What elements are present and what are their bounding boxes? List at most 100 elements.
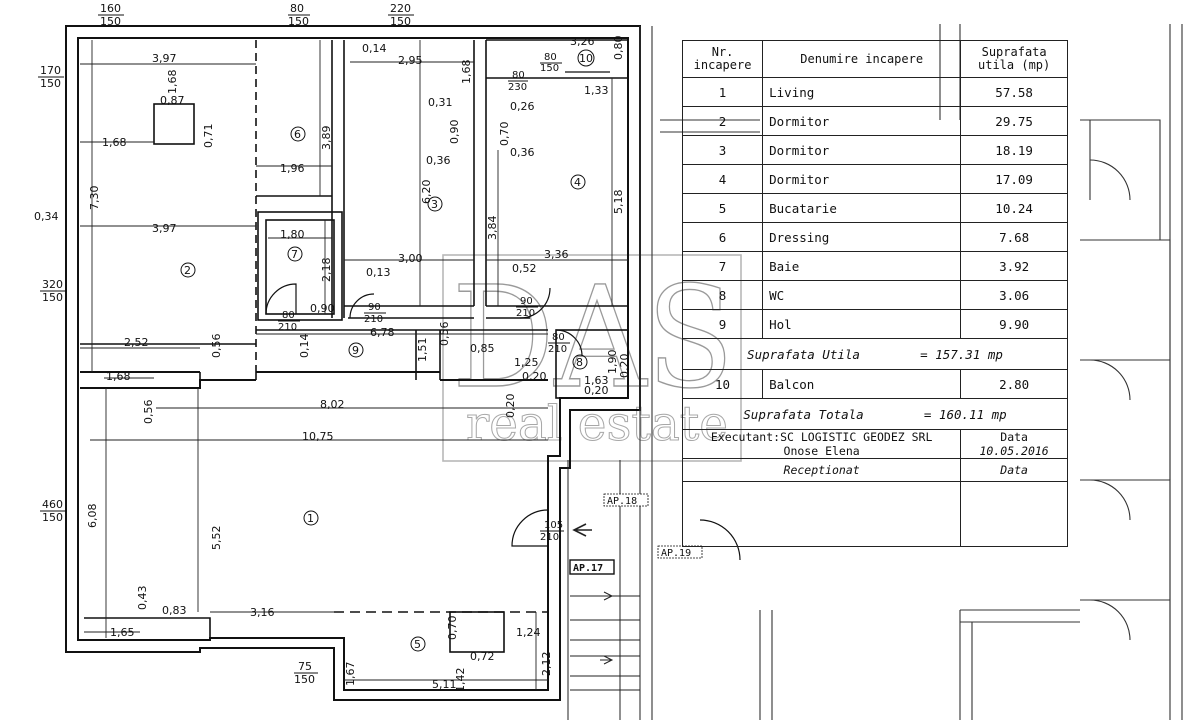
row-nr: 6	[681, 222, 764, 252]
left-dim-2-n: 320	[42, 278, 63, 291]
ap18-tag: AP.18	[607, 496, 637, 507]
row-area: 7.68	[960, 222, 1068, 252]
row-name: Baie	[762, 251, 962, 281]
dim-552: 5,52	[210, 526, 223, 551]
executant-label: Executant:SC LOGISTIC GEODEZ SRL	[710, 430, 933, 444]
dim-196: 1,96	[280, 162, 305, 175]
dim-336: 3,36	[544, 248, 569, 261]
dim-142: 1,42	[454, 668, 467, 693]
room-number-5: 5	[414, 638, 421, 651]
row-nr: 8	[681, 280, 764, 310]
room-numbers: 1 2 3 4 5 6 7 8 9 10	[184, 52, 593, 651]
dim-384: 3,84	[486, 216, 499, 241]
door-dim-6-d: 210	[548, 344, 567, 355]
dimension-lines	[80, 40, 628, 690]
row-name: Hol	[762, 309, 962, 339]
interior-walls	[80, 39, 629, 653]
dim-218: 2,18	[320, 258, 333, 283]
door-dim-1-n: 80	[512, 70, 525, 81]
executant-date-label: Data	[1000, 430, 1028, 444]
dim-056b: 0,56	[438, 322, 451, 347]
dim-083: 0,83	[162, 604, 187, 617]
executant-person: Onose Elena	[783, 444, 860, 458]
door-dim-4-d: 210	[364, 314, 383, 325]
wall-opening-dims: 160 150 80 150 220 150 170 150 320 150 4…	[38, 2, 414, 686]
door-dims: 80 230 80 150 80 210 90 210 90 210 80 21…	[278, 52, 570, 543]
dim-212: 2,12	[540, 652, 553, 677]
dim-124: 1,24	[516, 626, 541, 639]
dim-511: 5,11	[432, 678, 457, 691]
useful-total: Suprafata Utila = 157.31 mp	[682, 338, 1068, 370]
row-area: 17.09	[960, 164, 1068, 194]
row-nr: 2	[681, 106, 764, 136]
room-number-6: 6	[294, 128, 301, 141]
dim-020c: 0,20	[584, 384, 609, 397]
door-dim-7-n: 105	[544, 520, 563, 531]
dim-014a: 0,14	[362, 42, 387, 55]
dim-014b: 0,14	[298, 334, 311, 359]
row-nr: 10	[681, 369, 764, 399]
left-dim-4-d: 150	[294, 673, 315, 686]
row-area: 29.75	[960, 106, 1068, 136]
dim-518: 5,18	[612, 190, 625, 215]
apartment-tags: AP.17 AP.18 AP.19	[569, 493, 703, 575]
door-dim-3-d: 210	[278, 322, 297, 333]
dim-013: 0,13	[366, 266, 391, 279]
dim-802: 8,02	[320, 398, 345, 411]
dim-620: 6,20	[420, 180, 433, 205]
useful-total-value: = 157.31 mp	[920, 346, 1003, 362]
dim-085: 0,85	[470, 342, 495, 355]
dim-397b: 3,97	[152, 222, 177, 235]
room-number-1: 1	[307, 512, 314, 525]
grand-total: Suprafata Totala = 160.11 mp	[682, 398, 1068, 430]
row-name: Living	[762, 77, 962, 107]
grand-total-value: = 160.11 mp	[923, 406, 1007, 422]
row-area: 57.58	[960, 77, 1068, 107]
dim-056a: 0,56	[210, 334, 223, 359]
room-markers	[180, 49, 595, 652]
room-number-4: 4	[574, 176, 581, 189]
dim-168b: 1,68	[102, 136, 127, 149]
dim-168a: 1,68	[166, 70, 179, 95]
ap19-tag: AP.19	[661, 548, 691, 559]
room-number-3: 3	[431, 198, 438, 211]
dim-020d: 0,20	[618, 354, 631, 379]
door-dim-5-n: 90	[520, 296, 533, 307]
stairwell	[567, 460, 640, 720]
grand-total-row: Suprafata Totala = 160.11 mp	[682, 398, 1068, 430]
row-name: Bucatarie	[762, 193, 962, 223]
top-dim-1-d: 150	[100, 15, 121, 28]
dim-072: 0,72	[470, 650, 495, 663]
left-dim-3-n: 460	[42, 498, 63, 511]
dim-730: 7,30	[88, 186, 101, 211]
dim-151: 1,51	[416, 338, 429, 363]
grand-total-label: Suprafata Totala	[743, 406, 864, 422]
dim-165: 1,65	[110, 626, 135, 639]
door-dim-2-n: 80	[544, 52, 557, 63]
header-nr: Nr.incapere	[681, 40, 764, 78]
dim-080: 0,80	[612, 36, 625, 61]
top-dim-3-n: 220	[390, 2, 411, 15]
dim-300: 3,00	[398, 252, 423, 265]
dim-163: 1,63	[584, 374, 609, 387]
row-nr: 3	[681, 135, 764, 165]
signature-date-cell	[960, 481, 1068, 547]
door-dim-6-n: 80	[552, 332, 565, 343]
dim-026: 0,26	[510, 100, 535, 113]
row-name: Dormitor	[762, 106, 962, 136]
dim-168c: 1,68	[460, 60, 473, 85]
room-number-8: 8	[576, 356, 583, 369]
room-number-10: 10	[579, 52, 593, 65]
dim-1075: 10,75	[302, 430, 334, 443]
signature-cell	[681, 481, 962, 547]
header-area-line1: Suprafata	[981, 45, 1047, 59]
door-dim-5-d: 210	[516, 308, 535, 319]
door-dim-3-n: 80	[282, 310, 295, 321]
